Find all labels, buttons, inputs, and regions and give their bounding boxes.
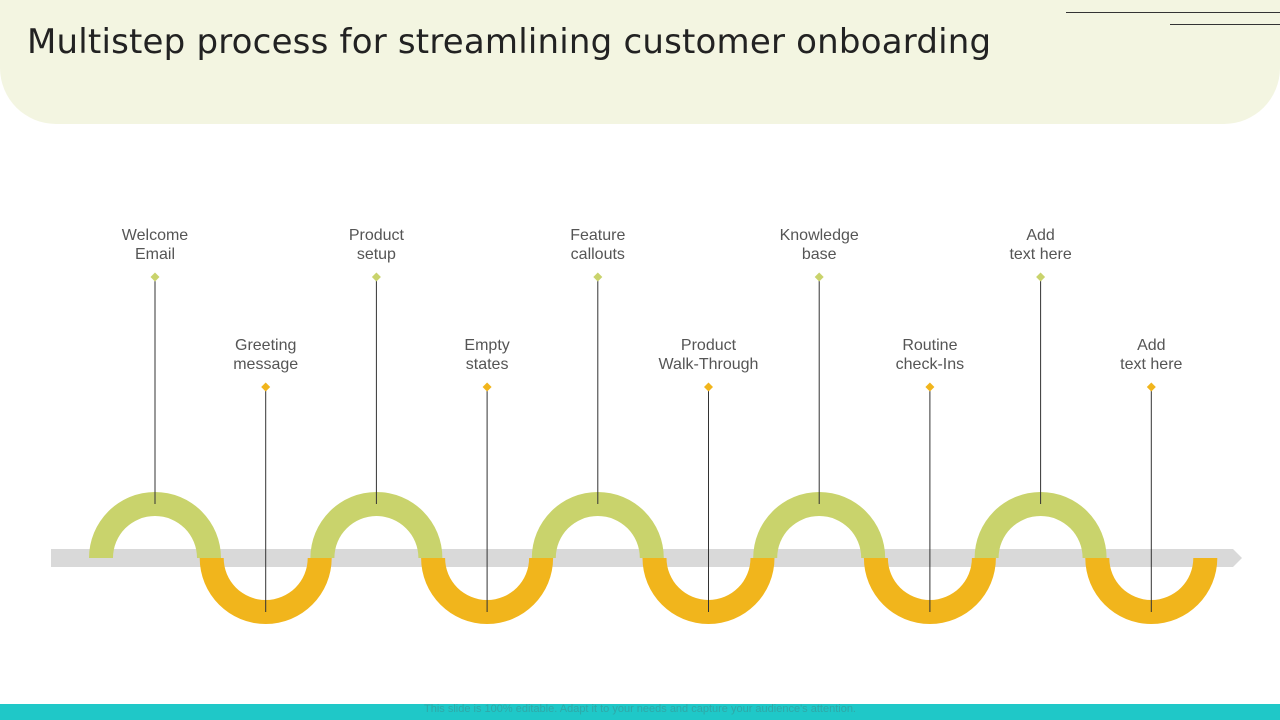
decorative-line-top bbox=[1066, 12, 1280, 13]
step-marker-2 bbox=[261, 382, 271, 392]
footer-note: This slide is 100% editable. Adapt it to… bbox=[424, 703, 856, 715]
step-marker-10 bbox=[1146, 382, 1156, 392]
step-arc-8 bbox=[863, 558, 996, 625]
step-marker-7 bbox=[814, 272, 824, 282]
step-arc-4 bbox=[421, 558, 554, 625]
footer-bar bbox=[0, 704, 1280, 720]
step-marker-3 bbox=[371, 272, 381, 282]
step-marker-4 bbox=[482, 382, 492, 392]
step-arc-6 bbox=[642, 558, 775, 625]
step-marker-9 bbox=[1036, 272, 1046, 282]
step-arc-5 bbox=[531, 492, 664, 558]
step-marker-1 bbox=[150, 272, 160, 282]
step-marker-6 bbox=[704, 382, 713, 392]
page-title: Multistep process for streamlining custo… bbox=[27, 22, 992, 62]
step-marker-8 bbox=[925, 382, 935, 392]
step-arc-10 bbox=[1085, 558, 1218, 625]
step-arc-1 bbox=[89, 492, 221, 558]
step-arc-9 bbox=[974, 492, 1107, 558]
step-arc-7 bbox=[753, 492, 886, 558]
step-arc-2 bbox=[199, 558, 332, 625]
decorative-line-bottom bbox=[1170, 24, 1280, 25]
step-marker-5 bbox=[593, 272, 603, 282]
header-band bbox=[0, 0, 1280, 124]
step-arc-3 bbox=[310, 492, 443, 558]
